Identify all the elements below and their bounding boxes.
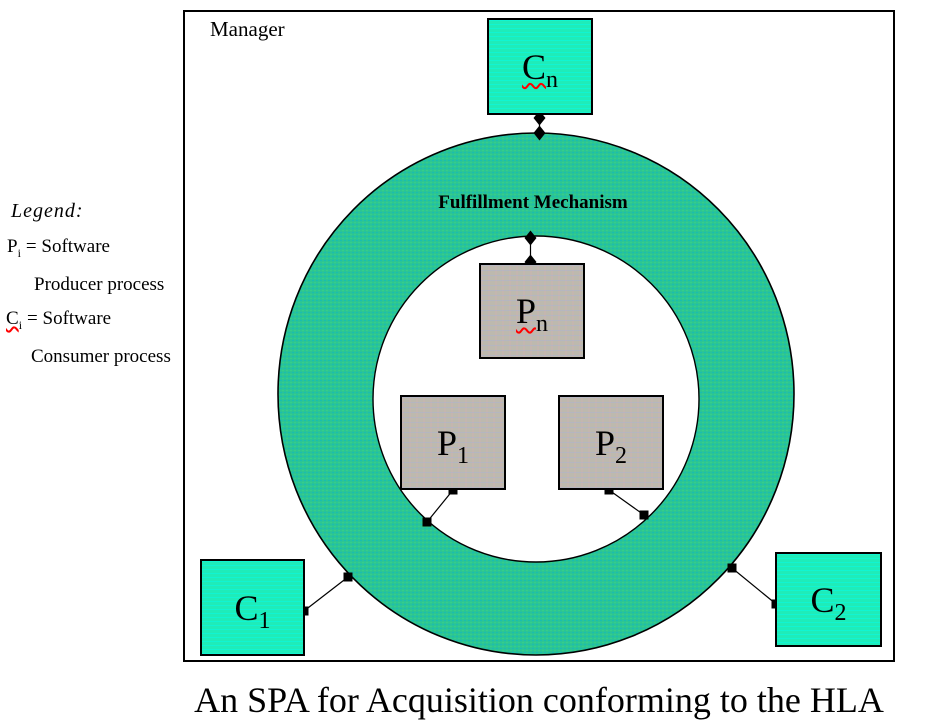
producer-2-subscript: 2 [615, 442, 628, 469]
square-endpoint-p1-ring [422, 517, 432, 527]
legend-consumer-definition: Ci = Software [6, 308, 112, 332]
consumer-1-subscript: 1 [258, 607, 271, 634]
producer-n-label: Pn [515, 290, 548, 336]
consumer-n-box: Cn [487, 18, 593, 115]
consumer-2-subscript: 2 [834, 599, 847, 626]
connector-c1-to-ring [303, 576, 349, 612]
consumer-1-box: C1 [200, 559, 305, 656]
legend-producer-equals-text: = Software [25, 236, 110, 257]
producer-2-box: P2 [558, 395, 664, 490]
legend-producer-symbol: P [7, 236, 18, 257]
producer-1-subscript: 1 [457, 442, 470, 469]
connector-c2-to-ring [731, 567, 777, 605]
square-endpoint-p2-ring [639, 510, 649, 520]
consumer-n-subscript: n [546, 66, 558, 93]
diamond-endpoint-ring-inner [524, 230, 537, 246]
manager-label: Manager [210, 17, 285, 41]
consumer-2-letter: C [810, 579, 835, 620]
legend-consumer-subscript: i [18, 317, 23, 332]
producer-2-letter: P [594, 422, 616, 463]
diamond-endpoint-ring-top [533, 125, 546, 141]
producer-1-label: P1 [436, 422, 469, 468]
consumer-1-label: C1 [234, 587, 270, 633]
producer-n-box: Pn [479, 263, 585, 359]
square-endpoint-c2-ring [727, 563, 737, 573]
square-endpoint-c1-ring [343, 572, 353, 582]
consumer-n-letter: C [521, 46, 546, 87]
legend-producer-process-text: Producer process [34, 274, 165, 295]
legend-consumer-process-text: Consumer process [31, 346, 171, 367]
legend-title: Legend: [11, 200, 84, 222]
legend-consumer-equals-text: = Software [27, 308, 112, 329]
diagram-frame [183, 10, 895, 662]
producer-1-box: P1 [400, 395, 506, 490]
connector-p1-to-ring [426, 489, 454, 523]
connector-p2-to-ring [608, 489, 645, 516]
legend-consumer-symbol: C [6, 308, 19, 329]
consumer-2-label: C2 [810, 579, 846, 625]
consumer-n-label: Cn [521, 46, 558, 92]
producer-2-label: P2 [594, 422, 627, 468]
square-endpoint-p2-box [604, 485, 614, 495]
fulfillment-mechanism-label: Fulfillment Mechanism [438, 192, 628, 213]
legend-producer-subscript: i [17, 245, 21, 260]
producer-1-letter: P [436, 422, 458, 463]
legend-producer-definition: Pi = Software [7, 236, 110, 260]
producer-n-letter: P [515, 291, 537, 331]
producer-n-subscript: n [536, 311, 549, 338]
consumer-1-letter: C [234, 587, 259, 628]
consumer-2-box: C2 [775, 552, 882, 647]
diagram-caption: An SPA for Acquisition conforming to the… [194, 680, 884, 720]
square-endpoint-p1-box [448, 485, 458, 495]
